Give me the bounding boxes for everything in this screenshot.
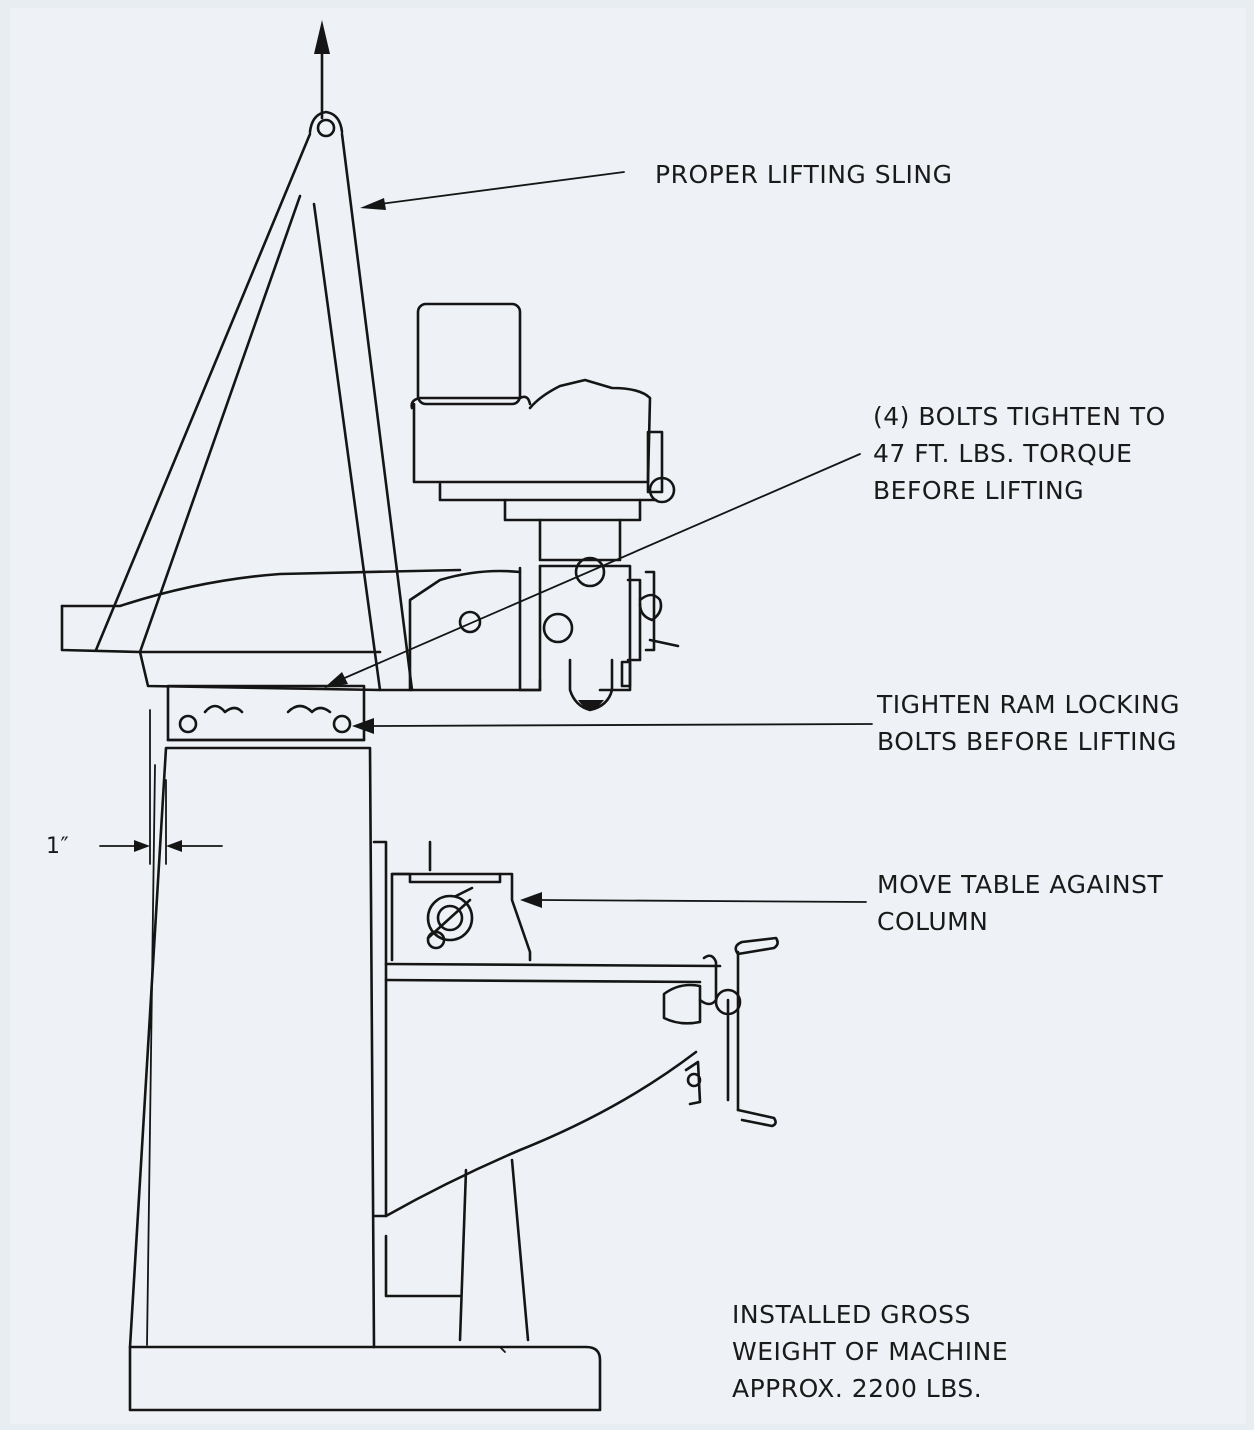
dimension-label: 1″ (46, 828, 69, 865)
callout-line: COLUMN (877, 907, 989, 936)
machine-column (128, 746, 376, 1349)
callout-gross-weight: INSTALLED GROSS WEIGHT OF MACHINE APPROX… (732, 1296, 1008, 1407)
callout-line: BEFORE LIFTING (873, 476, 1085, 505)
callout-line: PROPER LIFTING SLING (655, 160, 953, 189)
callout-line: APPROX. 2200 LBS. (732, 1374, 983, 1403)
callout-move-table: MOVE TABLE AGAINST COLUMN (877, 866, 1163, 940)
callout-line: INSTALLED GROSS (732, 1300, 971, 1329)
turret (166, 684, 366, 742)
callout-proper-lifting-sling: PROPER LIFTING SLING (655, 156, 952, 193)
machine-base (128, 1345, 602, 1412)
callout-line: MOVE TABLE AGAINST (877, 870, 1164, 899)
callout-line: (4) BOLTS TIGHTEN TO (873, 402, 1166, 431)
callout-line: TIGHTEN RAM LOCKING (877, 690, 1181, 719)
callout-bolts-torque: (4) BOLTS TIGHTEN TO 47 FT. LBS. TORQUE … (873, 398, 1166, 509)
leader-lines (324, 171, 873, 908)
machine-ram (60, 568, 542, 692)
machine-saddle (390, 840, 532, 962)
paper-sheet (10, 8, 1246, 1424)
callout-line: BOLTS BEFORE LIFTING (877, 727, 1178, 756)
crank-handles (662, 936, 779, 1128)
dimension-text: 1″ (46, 834, 70, 859)
callout-line: WEIGHT OF MACHINE (732, 1337, 1009, 1366)
lifting-sling (94, 20, 414, 692)
dimension-one-inch (99, 709, 223, 865)
machine-knee (372, 840, 722, 1342)
milling-head (410, 302, 680, 712)
callout-line: 47 FT. LBS. TORQUE (873, 439, 1133, 468)
callout-ram-locking-bolts: TIGHTEN RAM LOCKING BOLTS BEFORE LIFTING (877, 686, 1180, 760)
